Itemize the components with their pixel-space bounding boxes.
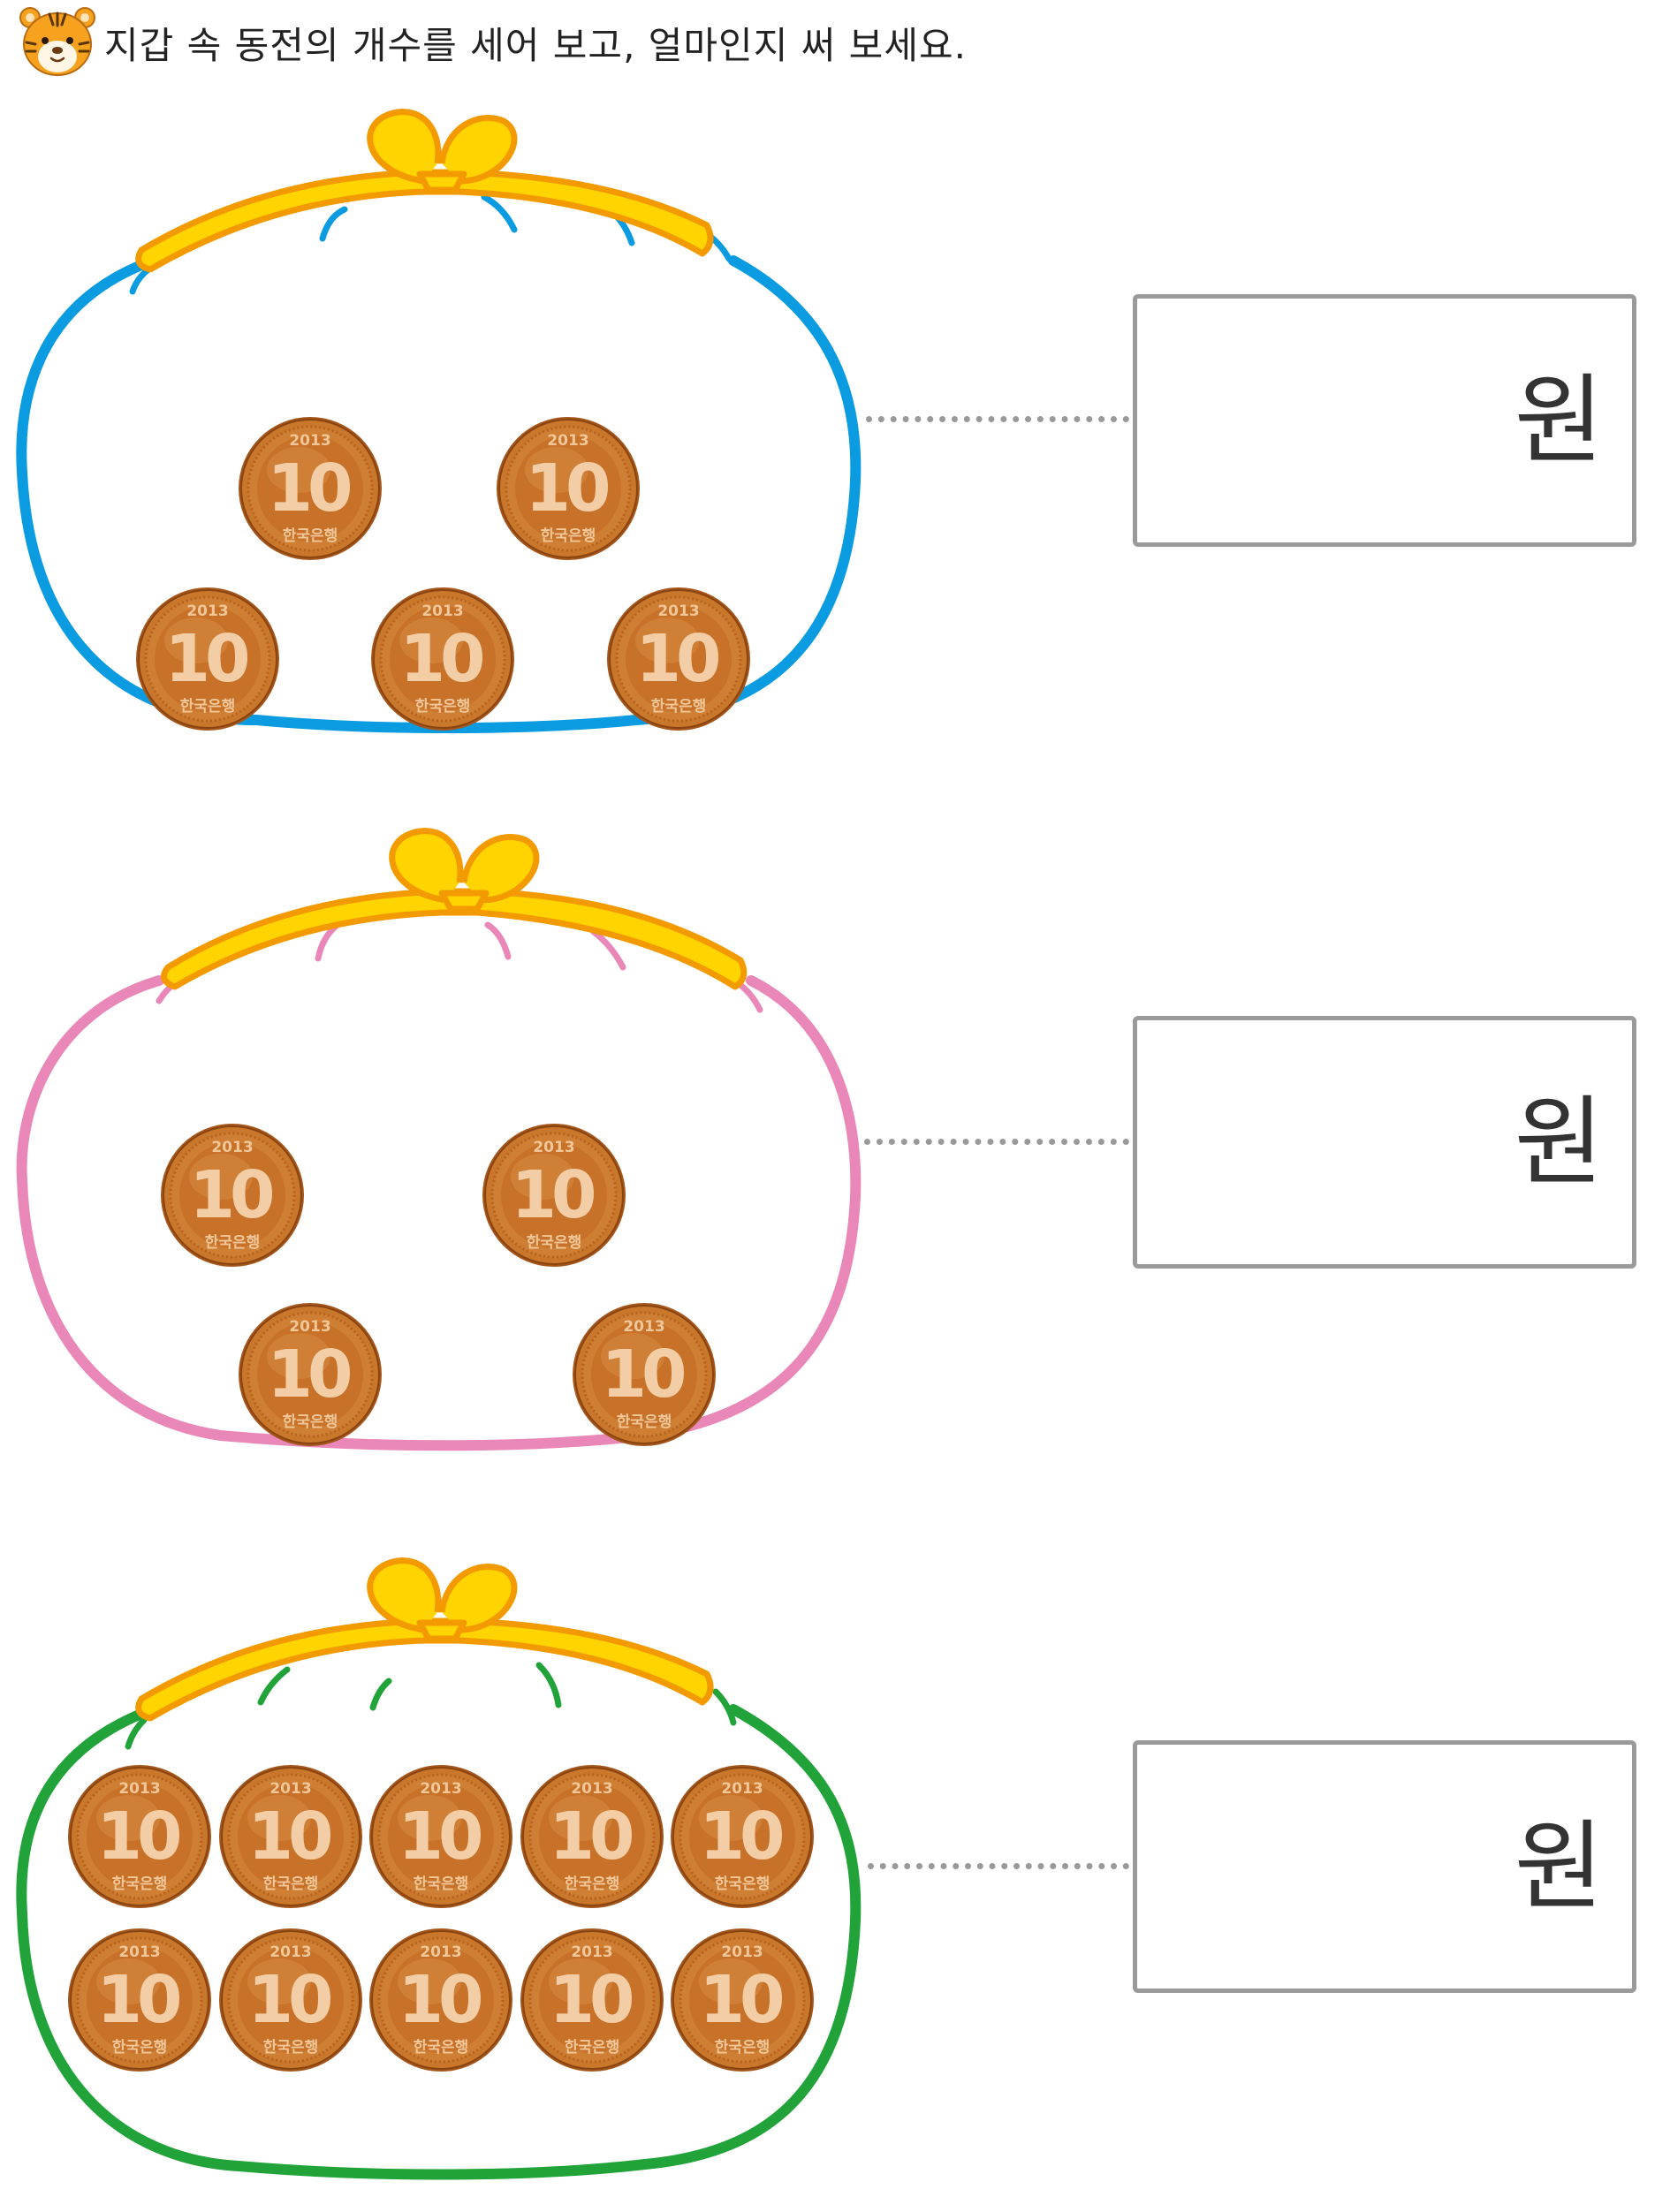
ten-won-coin-icon: 2013 10 한국은행 <box>520 1928 664 2072</box>
ten-won-coin-icon: 2013 10 한국은행 <box>482 1124 626 1267</box>
coin-bank: 한국은행 <box>263 2039 319 2057</box>
ten-won-coin-icon: 2013 10 한국은행 <box>161 1124 304 1267</box>
coin-bank: 한국은행 <box>651 698 707 716</box>
coin-year: 2013 <box>269 1780 311 1798</box>
ten-won-coin-icon: 2013 10 한국은행 <box>671 1765 814 1908</box>
coin-value: 10 <box>526 451 608 526</box>
ten-won-coin-icon: 2013 10 한국은행 <box>68 1928 211 2072</box>
coin-bank: 한국은행 <box>565 1875 620 1893</box>
coin-value: 10 <box>248 1799 330 1875</box>
coin-value: 10 <box>399 1799 481 1875</box>
coin-value: 10 <box>190 1157 272 1233</box>
ten-won-coin-icon: 2013 10 한국은행 <box>371 587 514 731</box>
coin-bank: 한국은행 <box>283 527 338 545</box>
ten-won-coin-icon: 2013 10 한국은행 <box>671 1928 814 2072</box>
coin-value: 10 <box>165 621 247 697</box>
coin-value: 10 <box>550 1962 632 2038</box>
coin-bank: 한국은행 <box>263 1875 319 1893</box>
coin-year: 2013 <box>118 1780 160 1798</box>
unit-label: 원 <box>1514 1086 1604 1199</box>
coin-value: 10 <box>550 1799 632 1875</box>
unit-label: 원 <box>1514 1810 1604 1923</box>
coin-year: 2013 <box>289 432 330 450</box>
ten-won-coin-icon: 2013 10 한국은행 <box>239 417 382 560</box>
coin-year: 2013 <box>186 602 228 620</box>
ten-won-coin-icon: 2013 10 한국은행 <box>573 1303 716 1446</box>
coin-year: 2013 <box>420 1780 461 1798</box>
coin-year: 2013 <box>211 1139 253 1156</box>
coin-year: 2013 <box>118 1943 160 1961</box>
green-coin-purse <box>16 1557 862 2180</box>
header: 지갑 속 동전의 개수를 세어 보고, 얼마인지 써 보세요. <box>18 4 1652 76</box>
coin-year: 2013 <box>289 1318 330 1336</box>
coin-year: 2013 <box>623 1318 664 1336</box>
coin-bank: 한국은행 <box>565 2039 620 2057</box>
coin-value: 10 <box>602 1337 684 1413</box>
instruction-text: 지갑 속 동전의 개수를 세어 보고, 얼마인지 써 보세요. <box>104 24 967 67</box>
ten-won-coin-icon: 2013 10 한국은행 <box>369 1765 512 1908</box>
coin-bank: 한국은행 <box>527 1234 582 1252</box>
coin-bank: 한국은행 <box>283 1413 338 1431</box>
coin-year: 2013 <box>269 1943 311 1961</box>
pink-coin-purse <box>16 828 862 1451</box>
answer-box[interactable]: 원 <box>1133 1740 1636 1993</box>
ten-won-coin-icon: 2013 10 한국은행 <box>219 1928 362 2072</box>
coin-bank: 한국은행 <box>414 1875 469 1893</box>
problem-3: 원 2013 10 한국은행 2013 10 한국은행 2013 10 한국은행… <box>0 1550 1670 2186</box>
problem-1: 원 2013 10 한국은행 2013 10 한국은행 2013 10 한국은행… <box>0 102 1670 738</box>
ten-won-coin-icon: 2013 10 한국은행 <box>68 1765 211 1908</box>
coin-bank: 한국은행 <box>112 2039 168 2057</box>
coin-bank: 한국은행 <box>414 2039 469 2057</box>
blue-coin-purse <box>16 109 862 733</box>
coin-value: 10 <box>268 1337 350 1413</box>
answer-box[interactable]: 원 <box>1133 294 1636 547</box>
unit-label: 원 <box>1514 364 1604 477</box>
connector-dots <box>868 1863 1129 1869</box>
coin-bank: 한국은행 <box>715 1875 770 1893</box>
ten-won-coin-icon: 2013 10 한국은행 <box>520 1765 664 1908</box>
coin-bank: 한국은행 <box>112 1875 168 1893</box>
tiger-face-icon <box>19 7 95 76</box>
answer-box[interactable]: 원 <box>1133 1016 1636 1269</box>
coin-year: 2013 <box>533 1139 574 1156</box>
coin-value: 10 <box>400 621 482 697</box>
ten-won-coin-icon: 2013 10 한국은행 <box>136 587 279 731</box>
ten-won-coin-icon: 2013 10 한국은행 <box>607 587 750 731</box>
coin-value: 10 <box>268 451 350 526</box>
coin-value: 10 <box>399 1962 481 2038</box>
coin-value: 10 <box>97 1799 179 1875</box>
coin-year: 2013 <box>571 1780 612 1798</box>
coin-year: 2013 <box>721 1943 763 1961</box>
coin-value: 10 <box>700 1799 782 1875</box>
ten-won-coin-icon: 2013 10 한국은행 <box>369 1928 512 2072</box>
coin-bank: 한국은행 <box>205 1234 261 1252</box>
coin-bank: 한국은행 <box>715 2039 770 2057</box>
coin-value: 10 <box>512 1157 594 1233</box>
coin-bank: 한국은행 <box>180 698 236 716</box>
connector-dots <box>864 1139 1129 1145</box>
coin-value: 10 <box>636 621 718 697</box>
coin-year: 2013 <box>721 1780 763 1798</box>
problem-2: 원 2013 10 한국은행 2013 10 한국은행 2013 10 한국은행… <box>0 826 1670 1462</box>
coin-year: 2013 <box>571 1943 612 1961</box>
coin-year: 2013 <box>420 1943 461 1961</box>
coin-value: 10 <box>97 1962 179 2038</box>
coin-year: 2013 <box>547 432 588 450</box>
coin-year: 2013 <box>657 602 699 620</box>
coin-value: 10 <box>700 1962 782 2038</box>
coin-bank: 한국은행 <box>541 527 596 545</box>
connector-dots <box>866 416 1129 422</box>
ten-won-coin-icon: 2013 10 한국은행 <box>239 1303 382 1446</box>
coin-bank: 한국은행 <box>617 1413 672 1431</box>
coin-value: 10 <box>248 1962 330 2038</box>
ten-won-coin-icon: 2013 10 한국은행 <box>497 417 640 560</box>
ten-won-coin-icon: 2013 10 한국은행 <box>219 1765 362 1908</box>
coin-bank: 한국은행 <box>415 698 471 716</box>
coin-year: 2013 <box>421 602 463 620</box>
